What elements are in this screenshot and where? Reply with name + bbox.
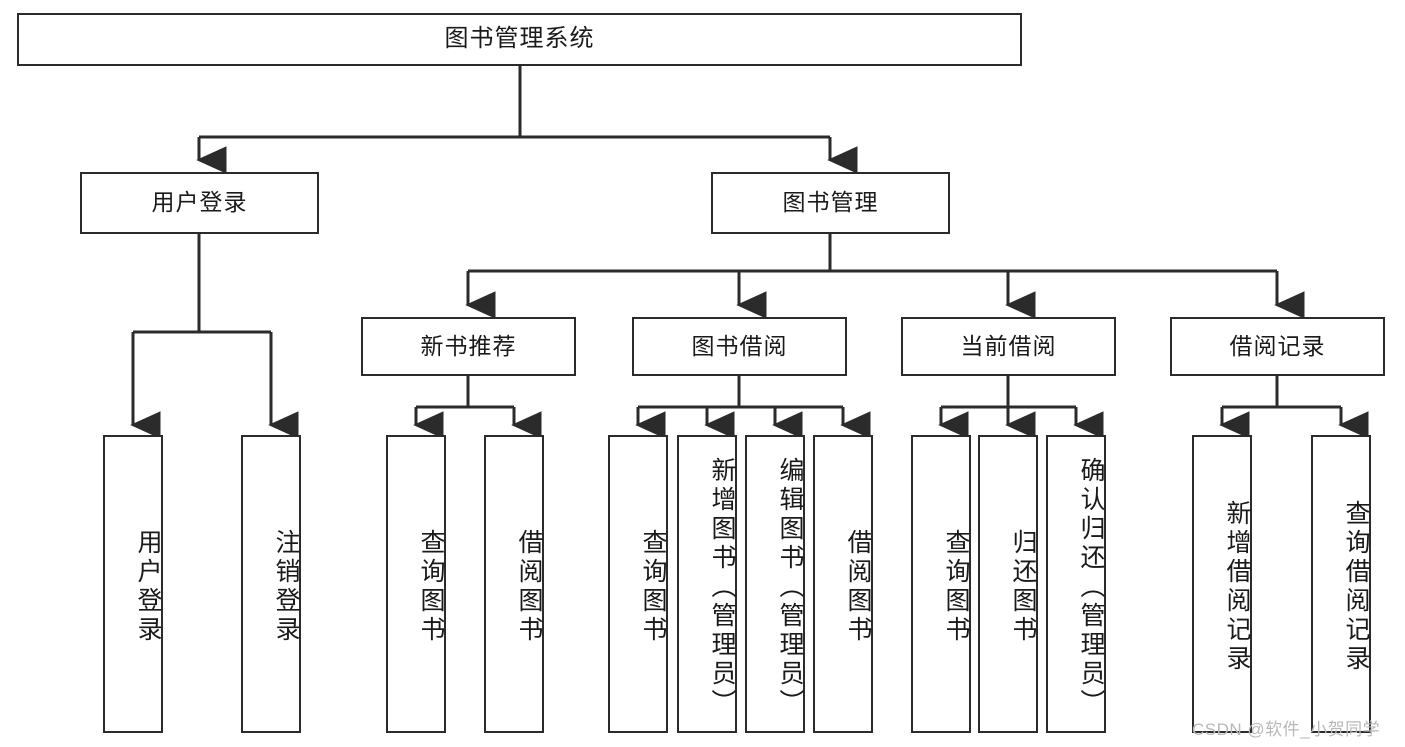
- node-label: 新书推荐: [420, 332, 517, 359]
- leaf-record-query-record[interactable]: 查询借阅记录: [1311, 435, 1371, 733]
- leaf-current-confirm-return-admin[interactable]: 确认归还（管理员）: [1046, 435, 1106, 733]
- node-label: 用户登录: [151, 189, 248, 216]
- leaf-borrow-query-book[interactable]: 查询图书: [608, 435, 668, 733]
- node-label: 查询图书: [417, 529, 445, 645]
- node-label: 图书管理系统: [444, 25, 595, 53]
- node-label: 当前借阅: [960, 332, 1057, 359]
- node-label: 查询借阅记录: [1342, 500, 1370, 674]
- leaf-record-add-record[interactable]: 新增借阅记录: [1192, 435, 1252, 733]
- node-label: 借阅记录: [1229, 332, 1326, 359]
- node-label: 用户登录: [134, 529, 162, 645]
- node-label: 查询图书: [639, 529, 667, 645]
- node-label: 注销登录: [272, 529, 300, 645]
- leaf-borrow-add-book-admin[interactable]: 新增图书（管理员）: [677, 435, 737, 733]
- node-label: 归还图书: [1009, 529, 1037, 645]
- leaf-user-logout[interactable]: 注销登录: [241, 435, 301, 733]
- leaf-borrow-borrow-book[interactable]: 借阅图书: [813, 435, 873, 733]
- leaf-current-query-book[interactable]: 查询图书: [911, 435, 971, 733]
- leaf-borrow-edit-book-admin[interactable]: 编辑图书（管理员）: [745, 435, 805, 733]
- node-label: 编辑图书（管理员）: [776, 456, 804, 718]
- node-label: 借阅图书: [515, 529, 543, 645]
- node-label: 图书管理: [782, 189, 879, 216]
- leaf-recommend-borrow-book[interactable]: 借阅图书: [484, 435, 544, 733]
- node-book-management[interactable]: 图书管理: [711, 172, 950, 234]
- leaf-current-return-book[interactable]: 归还图书: [978, 435, 1038, 733]
- node-label: 新增借阅记录: [1223, 500, 1251, 674]
- node-label: 查询图书: [942, 529, 970, 645]
- node-user-login[interactable]: 用户登录: [80, 172, 319, 234]
- node-book-borrow[interactable]: 图书借阅: [632, 317, 847, 376]
- leaf-recommend-query-book[interactable]: 查询图书: [386, 435, 446, 733]
- leaf-user-login[interactable]: 用户登录: [103, 435, 163, 733]
- node-label: 新增图书（管理员）: [708, 456, 736, 718]
- node-borrow-record[interactable]: 借阅记录: [1170, 317, 1385, 376]
- node-book-management-system[interactable]: 图书管理系统: [17, 13, 1022, 66]
- node-label: 确认归还（管理员）: [1077, 456, 1105, 718]
- node-current-borrow[interactable]: 当前借阅: [901, 317, 1116, 376]
- node-new-book-recommend[interactable]: 新书推荐: [361, 317, 576, 376]
- csdn-watermark: CSDN @软件_小贺同学: [1192, 720, 1381, 739]
- node-label: 借阅图书: [844, 529, 872, 645]
- node-label: 图书借阅: [691, 332, 788, 359]
